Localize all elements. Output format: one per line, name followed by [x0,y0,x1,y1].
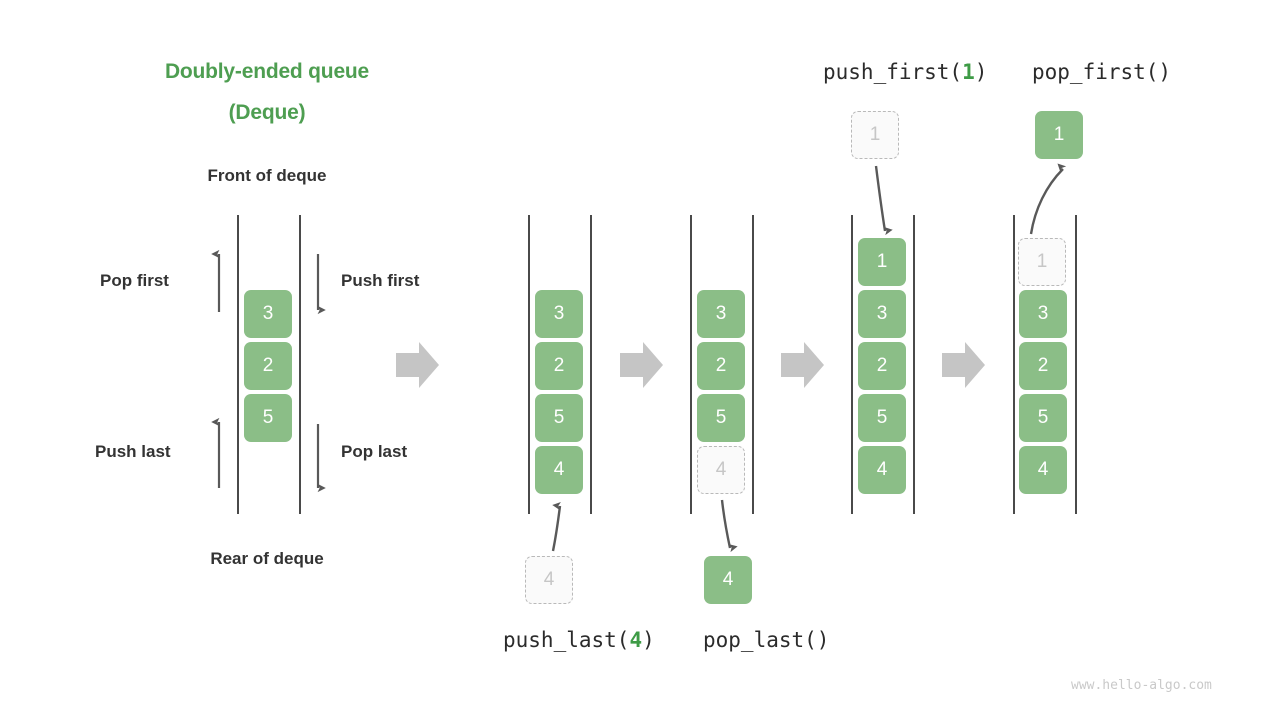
transition-arrow-2 [620,342,663,388]
pop-last-operation-label: pop_last() [703,628,830,652]
deque-cell: 2 [535,342,583,390]
pop-first-label: Pop first [100,271,169,290]
push-last-op-close: ) [642,628,655,652]
transition-arrow-1 [396,342,439,388]
deque-cell: 4 [858,446,906,494]
push-last-label: Push last [95,442,171,461]
deque-cell: 5 [244,394,292,442]
deque-cell: 2 [1019,342,1067,390]
transition-arrow-4 [942,342,985,388]
watermark: www.hello-algo.com [1071,678,1212,693]
deque-cell: 3 [697,290,745,338]
push-first-op-close: ) [974,60,988,84]
push-last-op-arg: 4 [629,628,643,652]
pop-last-motion-arrow [720,499,738,553]
push-first-op-arg: 1 [962,60,975,84]
deque-cell: 3 [244,290,292,338]
diagram-title-line2: (Deque) [228,101,306,124]
push-first-label: Push first [341,271,420,290]
deque-cell: 1 [858,238,906,286]
deque-rail-left-p1 [237,215,239,514]
front-of-deque-label: Front of deque [207,166,327,185]
deque-rail-right-p1 [299,215,301,514]
deque-cell: 5 [535,394,583,442]
pop-first-motion-arrow [1029,163,1067,235]
pop-first-operation-label: pop_first() [1032,60,1172,84]
push-first-motion-arrow [874,165,893,236]
pending-push-first-cell: 1 [851,111,899,159]
deque-cell: 5 [697,394,745,442]
deque-cell: 3 [535,290,583,338]
popped-last-cell: 4 [704,556,752,604]
diagram-title-line1: Doubly-ended queue [164,60,370,83]
deque-cell: 4 [535,446,583,494]
push-last-op-name: push_last( [503,628,630,652]
pop-last-label: Pop last [341,442,408,461]
deque-rail-right-p5 [1075,215,1077,514]
deque-cell: 3 [858,290,906,338]
push-last-motion-arrow [551,501,562,552]
pending-push-last-cell: 4 [525,556,573,604]
push-first-op-name: push_first( [823,60,963,84]
deque-cell-removed: 4 [697,446,745,494]
deque-cell: 4 [1019,446,1067,494]
deque-cell: 5 [858,394,906,442]
deque-cell: 5 [1019,394,1067,442]
deque-rail-right-p4 [913,215,915,514]
deque-rail-left-p4 [851,215,853,514]
deque-rail-left-p2 [528,215,530,514]
deque-rail-right-p3 [752,215,754,514]
deque-cell: 3 [1019,290,1067,338]
push-first-operation-label: push_first(1) [823,60,987,84]
transition-arrow-3 [781,342,824,388]
deque-rail-left-p5 [1013,215,1015,514]
deque-rail-right-p2 [590,215,592,514]
popped-first-cell: 1 [1035,111,1083,159]
rear-of-deque-label: Rear of deque [210,549,324,568]
deque-rail-left-p3 [690,215,692,514]
push-last-operation-label: push_last(4) [503,628,655,652]
deque-cell: 2 [858,342,906,390]
deque-cell: 2 [697,342,745,390]
deque-cell: 2 [244,342,292,390]
deque-cell-removed: 1 [1018,238,1066,286]
